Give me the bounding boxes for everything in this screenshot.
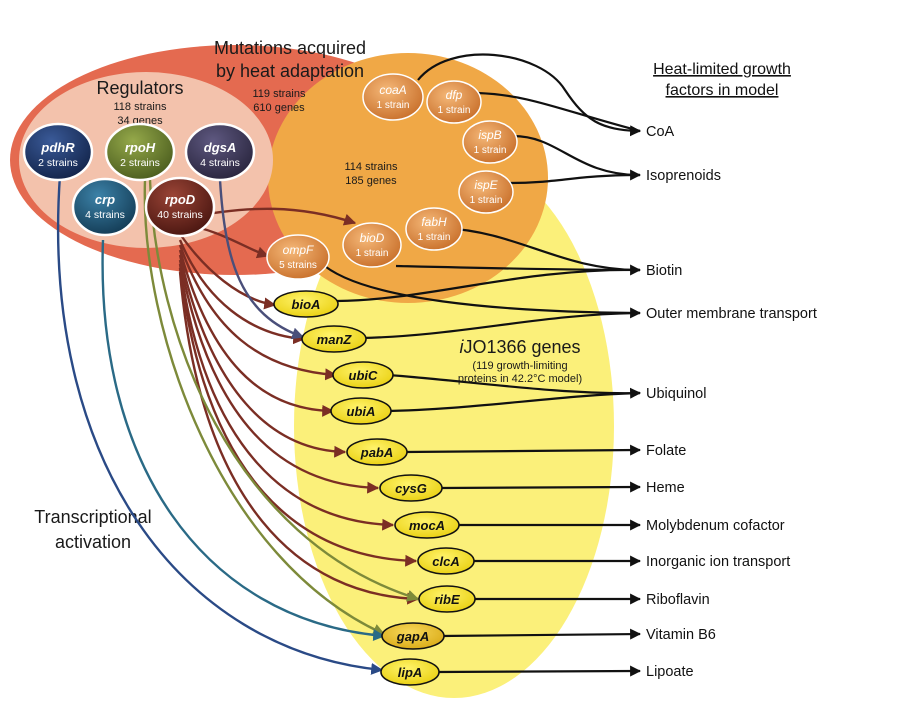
svg-text:ubiA: ubiA	[347, 404, 376, 419]
factor-links	[319, 53, 642, 677]
factor-labels: CoA Isoprenoids Biotin Outer membrane tr…	[646, 124, 817, 680]
regulators-genes: 34 genes	[117, 115, 163, 127]
factor-heme: Heme	[646, 480, 685, 496]
svg-text:manZ: manZ	[317, 332, 353, 347]
factor-coa: CoA	[646, 124, 675, 140]
svg-text:crp: crp	[95, 192, 115, 207]
gene-node-clcA[interactable]: clcA	[417, 547, 475, 575]
regulator-node-dgsA[interactable]: dgsA 4 strains	[184, 122, 256, 182]
growth-limiting-strains: 114 strains	[345, 161, 398, 173]
transcriptional-activation-line2: activation	[55, 532, 131, 552]
gene-node-pabA[interactable]: pabA	[346, 438, 408, 466]
svg-text:mocA: mocA	[409, 518, 445, 533]
svg-text:1 strain: 1 strain	[438, 105, 471, 116]
svg-text:1 strain: 1 strain	[474, 145, 507, 156]
factor-outer-membrane-transport: Outer membrane transport	[646, 306, 817, 322]
factor-molybdenum-cofactor: Molybdenum cofactor	[646, 518, 785, 534]
regulatory-links	[56, 174, 420, 675]
gene-node-ribE[interactable]: ribE	[418, 585, 476, 613]
svg-text:ispB: ispB	[478, 128, 501, 142]
svg-text:ispE: ispE	[474, 178, 498, 192]
svg-text:gapA: gapA	[396, 629, 430, 644]
mutations-title-line1: Mutations acquired	[214, 38, 366, 58]
gene-node-lipA[interactable]: lipA	[380, 658, 440, 686]
svg-text:bioA: bioA	[292, 297, 321, 312]
gene-node-fabH[interactable]: fabH 1 strain	[405, 207, 463, 251]
svg-text:2 strains: 2 strains	[38, 157, 78, 169]
svg-text:ubiC: ubiC	[349, 368, 378, 383]
factor-lipoate: Lipoate	[646, 664, 694, 680]
gene-node-dfp[interactable]: dfp 1 strain	[426, 80, 482, 124]
gene-node-cysG[interactable]: cysG	[379, 474, 443, 502]
mutations-title-line2: by heat adaptation	[216, 61, 364, 81]
gene-node-ompF[interactable]: ompF 5 strains	[266, 234, 330, 280]
factor-ubiquinol: Ubiquinol	[646, 386, 706, 402]
factor-inorganic-ion-transport: Inorganic ion transport	[646, 554, 790, 570]
gene-node-ubiA[interactable]: ubiA	[330, 397, 392, 425]
regulators-strains: 118 strains	[114, 101, 167, 113]
ijo1366-title: iJO1366 genes	[459, 337, 580, 357]
gene-node-gapA[interactable]: gapA	[381, 622, 445, 650]
factor-biotin: Biotin	[646, 263, 682, 279]
gene-node-manZ[interactable]: manZ	[301, 325, 367, 353]
factors-heading-line2: factors in model	[666, 82, 779, 99]
transcriptional-activation-line1: Transcriptional	[34, 507, 151, 527]
svg-text:pdhR: pdhR	[40, 140, 75, 155]
svg-text:lipA: lipA	[398, 665, 423, 680]
factor-vitamin-b6: Vitamin B6	[646, 627, 716, 643]
svg-text:1 strain: 1 strain	[377, 100, 410, 111]
svg-text:1 strain: 1 strain	[356, 248, 389, 259]
ijo1366-gene-nodes: bioA manZ ubiC ubiA pabA cysG mocA clcA	[273, 290, 476, 686]
gene-node-bioA[interactable]: bioA	[273, 290, 339, 318]
svg-text:40 strains: 40 strains	[157, 209, 203, 221]
regulator-node-rpoD[interactable]: rpoD 40 strains	[144, 176, 216, 238]
ijo1366-note-line2: proteins in 42.2°C model)	[458, 373, 582, 385]
gene-node-ispE[interactable]: ispE 1 strain	[458, 170, 514, 214]
ijo1366-note-line1: (119 growth-limiting	[472, 360, 567, 372]
regulator-node-crp[interactable]: crp 4 strains	[71, 177, 139, 237]
gene-node-coaA[interactable]: coaA 1 strain	[362, 73, 424, 121]
svg-text:5 strains: 5 strains	[279, 260, 317, 271]
mutations-strains: 119 strains	[253, 88, 306, 100]
svg-text:1 strain: 1 strain	[470, 195, 503, 206]
svg-text:dfp: dfp	[446, 88, 463, 102]
svg-text:clcA: clcA	[432, 554, 459, 569]
svg-text:cysG: cysG	[395, 481, 427, 496]
growth-limiting-region	[268, 53, 548, 303]
svg-text:ompF: ompF	[283, 243, 314, 257]
svg-text:4 strains: 4 strains	[85, 209, 125, 221]
growth-limiting-genes: 185 genes	[345, 175, 397, 187]
svg-text:pabA: pabA	[360, 445, 394, 460]
regulator-nodes: pdhR 2 strains rpoH 2 strains dgsA 4 str…	[22, 122, 256, 238]
gene-node-mocA[interactable]: mocA	[394, 511, 460, 539]
regulator-node-rpoH[interactable]: rpoH 2 strains	[104, 122, 176, 182]
mutation-gene-nodes: coaA 1 strain dfp 1 strain ispB 1 strain…	[266, 73, 518, 280]
gene-node-ispB[interactable]: ispB 1 strain	[462, 120, 518, 164]
gene-node-ubiC[interactable]: ubiC	[332, 361, 394, 389]
svg-text:rpoD: rpoD	[165, 192, 196, 207]
gene-node-bioD[interactable]: bioD 1 strain	[342, 222, 402, 268]
factor-isoprenoids: Isoprenoids	[646, 168, 721, 184]
svg-text:2 strains: 2 strains	[120, 157, 160, 169]
svg-text:1 strain: 1 strain	[418, 232, 451, 243]
regulator-node-pdhR[interactable]: pdhR 2 strains	[22, 122, 94, 182]
regulators-title: Regulators	[96, 78, 183, 98]
mutations-genes: 610 genes	[253, 102, 305, 114]
factors-heading-line1: Heat-limited growth	[653, 61, 791, 78]
factor-folate: Folate	[646, 443, 686, 459]
svg-text:bioD: bioD	[360, 231, 385, 245]
svg-text:dgsA: dgsA	[204, 140, 237, 155]
svg-text:fabH: fabH	[421, 215, 447, 229]
svg-text:4 strains: 4 strains	[200, 157, 240, 169]
svg-text:rpoH: rpoH	[125, 140, 156, 155]
factor-riboflavin: Riboflavin	[646, 592, 710, 608]
svg-text:coaA: coaA	[379, 83, 406, 97]
svg-text:ribE: ribE	[434, 592, 460, 607]
